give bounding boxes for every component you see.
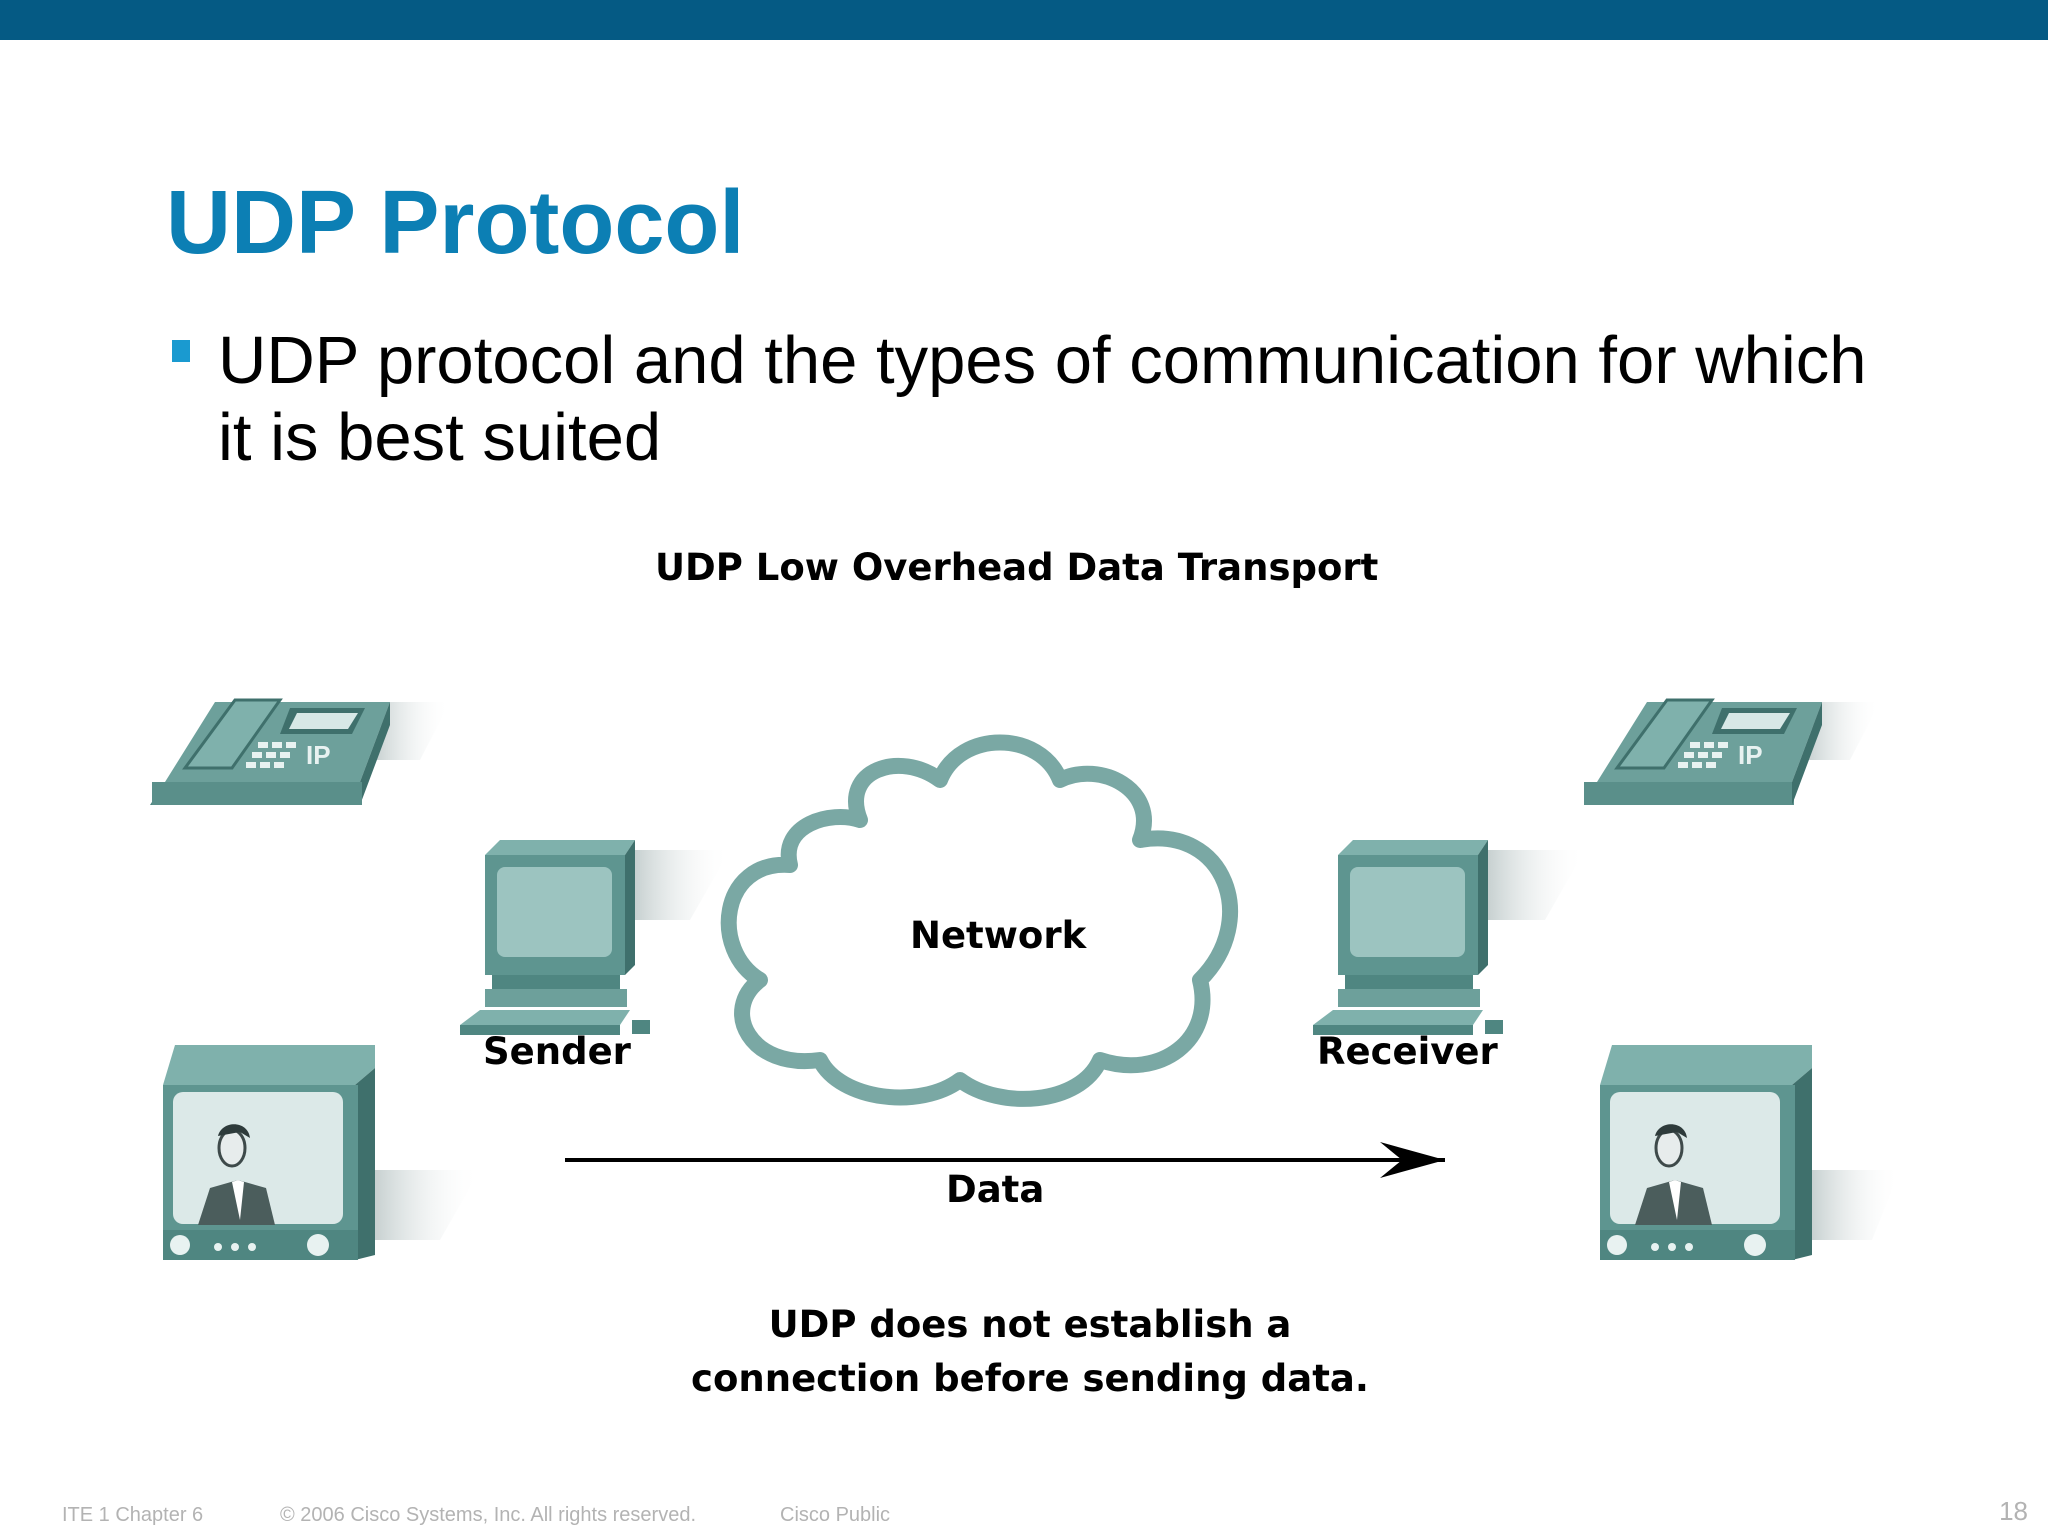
video-monitor-right-icon <box>1600 1045 1900 1260</box>
caption-line-2: connection before sending data. <box>691 1357 1369 1400</box>
page-number: 18 <box>1999 1496 2028 1526</box>
bullet-marker <box>172 340 190 362</box>
data-arrow <box>565 1142 1445 1178</box>
phone-badge-right: IP <box>1738 740 1763 770</box>
diagram-graphics <box>150 698 1900 1260</box>
phone-badge-left: IP <box>306 740 331 770</box>
network-cloud-icon <box>720 734 1238 1107</box>
receiver-computer-icon <box>1313 840 1585 1035</box>
bullet-line-1: UDP protocol and the types of communicat… <box>218 323 1867 398</box>
caption-line-1: UDP does not establish a <box>768 1303 1292 1346</box>
sender-label: Sender <box>483 1030 631 1073</box>
network-label: Network <box>910 914 1087 957</box>
bullet-text: UDP protocol and the types of communicat… <box>218 322 1998 476</box>
video-monitor-left-icon <box>163 1045 480 1260</box>
udp-diagram: UDP Low Overhead Data Transport Network … <box>140 520 1900 1450</box>
footer-classification: Cisco Public <box>780 1504 891 1526</box>
data-label: Data <box>946 1168 1045 1211</box>
receiver-label: Receiver <box>1317 1030 1498 1073</box>
ip-phone-left-icon <box>150 698 450 805</box>
bullet-line-2: it is best suited <box>218 400 662 475</box>
ip-phone-right-icon <box>1584 698 1880 805</box>
diagram-heading: UDP Low Overhead Data Transport <box>655 546 1379 589</box>
sender-computer-icon <box>460 840 730 1035</box>
slide-title: UDP Protocol <box>166 173 745 273</box>
caption: UDP does not establish a connection befo… <box>590 1298 1470 1406</box>
footer-course: ITE 1 Chapter 6 <box>62 1504 204 1526</box>
top-bar <box>0 0 2048 40</box>
footer-copyright: © 2006 Cisco Systems, Inc. All rights re… <box>280 1504 697 1526</box>
